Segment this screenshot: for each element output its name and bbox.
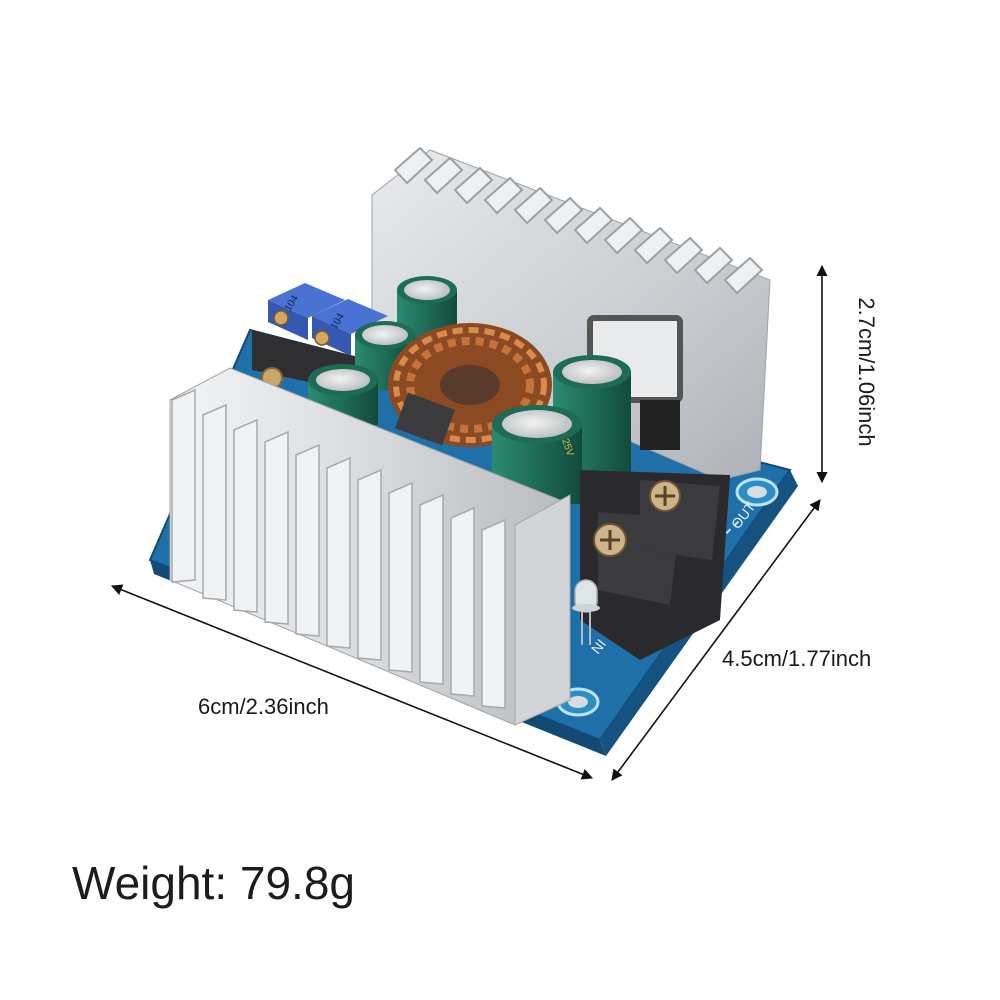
weight-label: Weight: 79.8g	[72, 857, 356, 909]
trimmer-potentiometer: 104	[268, 283, 345, 340]
dimension-line-width	[611, 499, 821, 781]
width-dimension-label: 4.5cm/1.77inch	[722, 646, 872, 671]
dimension-line-length	[110, 584, 594, 780]
height-dimension-label: 2.7cm/1.06inch	[854, 297, 879, 447]
electrolytic-capacitor	[397, 276, 457, 340]
mounting-hole	[735, 477, 779, 507]
screw-terminal-block	[580, 470, 730, 660]
trimmer-potentiometer: 104	[312, 299, 388, 356]
length-dimension-label: 6cm/2.36inch	[198, 694, 329, 719]
